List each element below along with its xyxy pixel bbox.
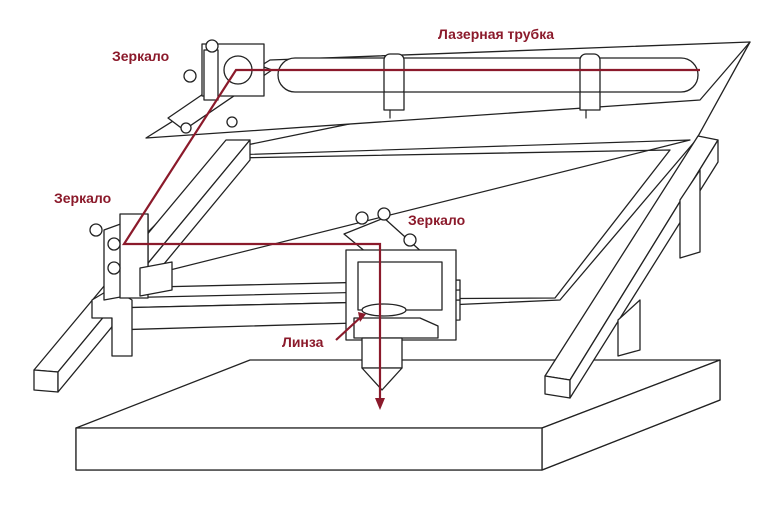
lens-label: Линза [282,334,324,350]
beam-path [121,68,700,402]
lens-pointer-arrow [358,312,366,322]
laser-tube-label: Лазерная трубка [438,26,554,42]
base-block [75,359,721,471]
lens-pointer [335,315,363,341]
mirror-2-label: Зеркало [54,190,112,206]
mirror-1-label: Зеркало [112,48,170,64]
beam-arrow [375,398,385,410]
mirror-3-label: Зеркало [408,212,466,228]
mirror-2 [89,213,173,301]
right-rail [544,135,719,399]
laser-beam [121,68,700,410]
mirror-3-head [343,207,457,391]
laser-tube [277,53,699,119]
